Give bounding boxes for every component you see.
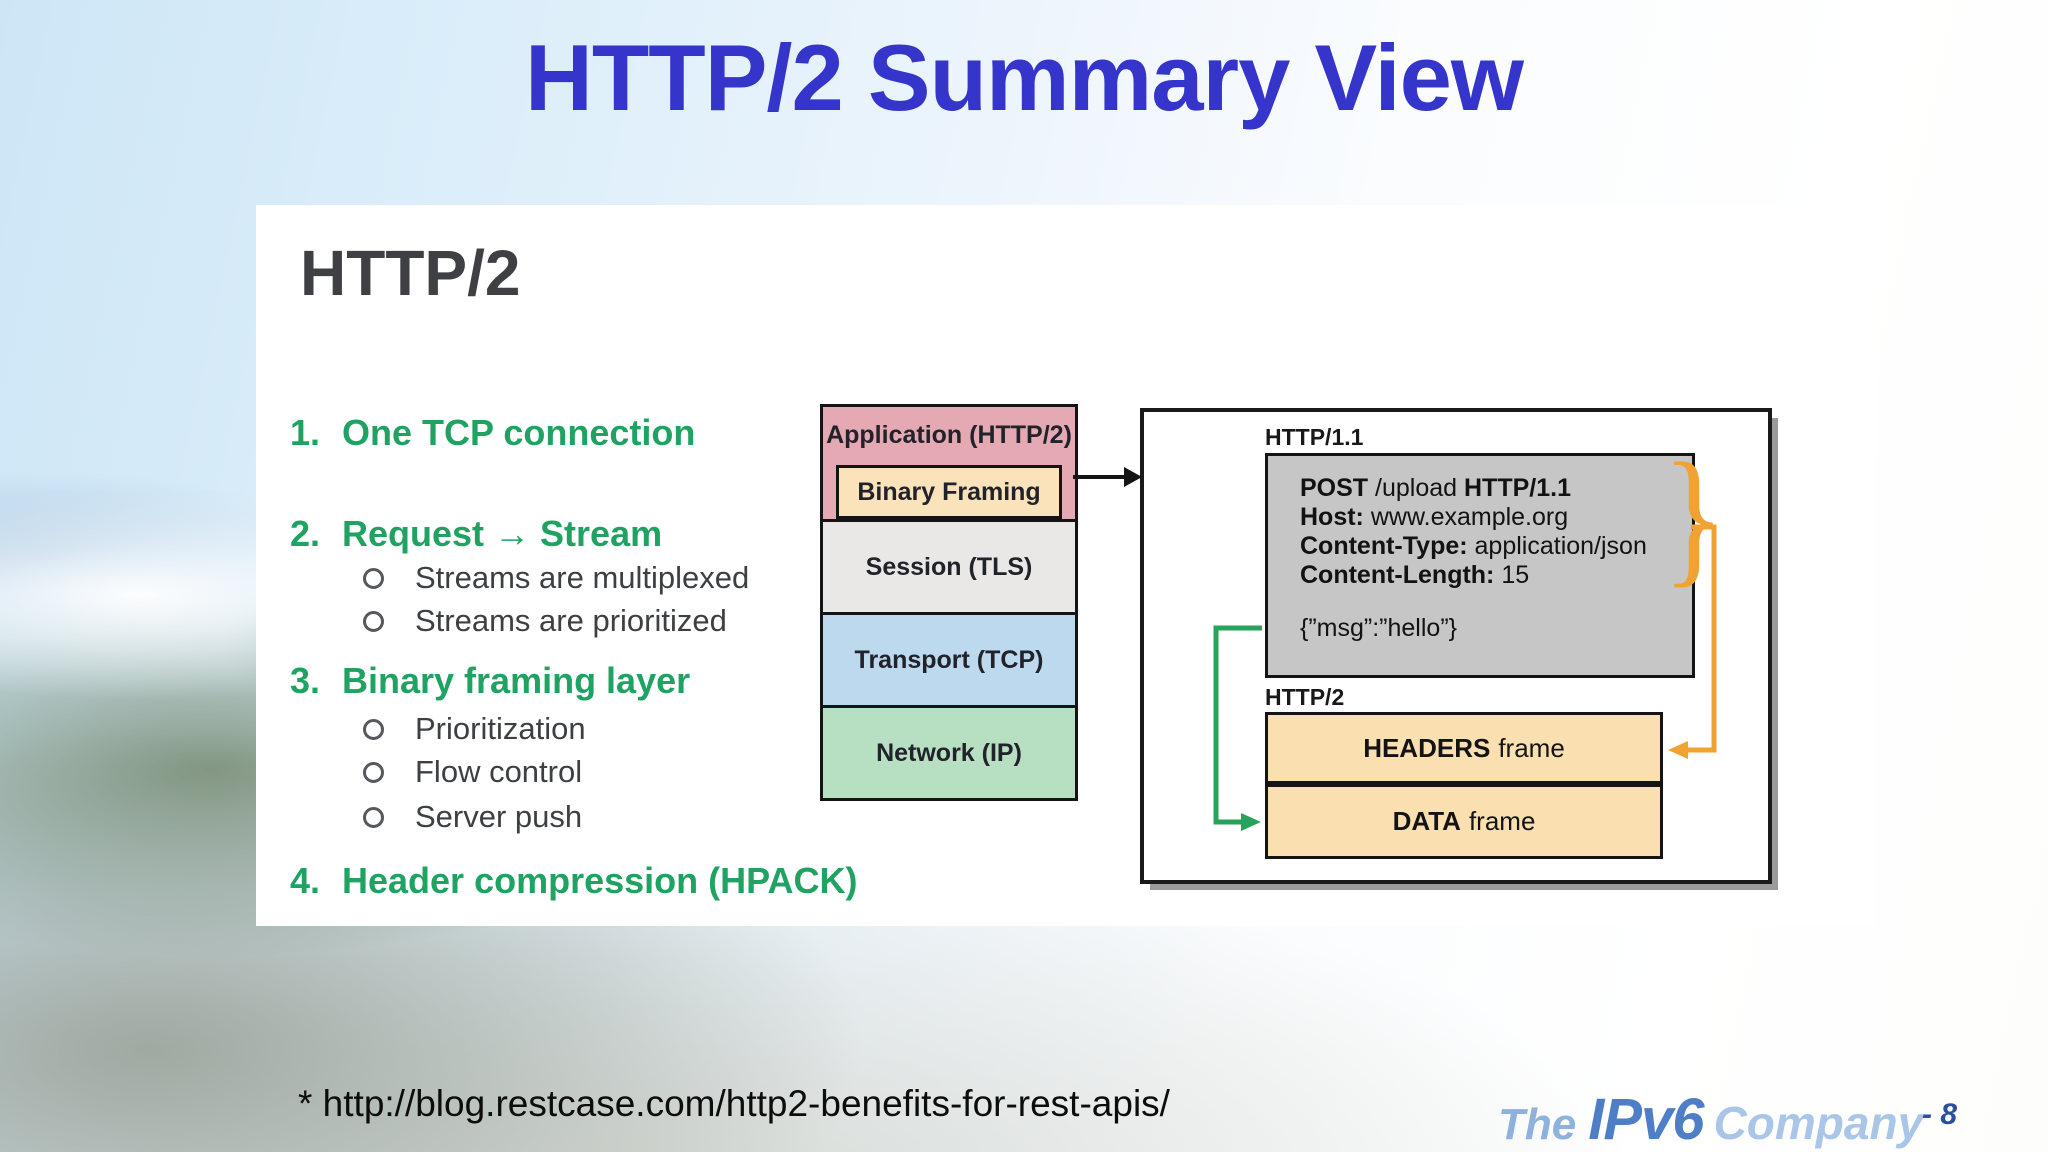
list-label: Header compression (HPACK) — [342, 860, 858, 901]
http11-request-box: POST /upload HTTP/1.1 Host: www.example.… — [1265, 453, 1695, 678]
logo-company: Company — [1714, 1096, 1924, 1152]
list-subitem: Streams are multiplexed — [363, 558, 749, 598]
subitem-label: Prioritization — [415, 711, 586, 746]
subitem-label: Streams are prioritized — [415, 603, 727, 638]
list-number: 1. — [290, 412, 321, 453]
http2-label: HTTP/2 — [1265, 684, 1345, 710]
header-key: Content-Length: — [1300, 561, 1495, 589]
list-number: 4. — [290, 860, 321, 901]
data-frame-box: DATA frame — [1265, 784, 1663, 859]
list-subitem: Flow control — [363, 752, 582, 792]
request-body: {”msg”:”hello”} — [1300, 614, 1457, 642]
header-value: 15 — [1494, 561, 1530, 589]
header-key: Content-Type: — [1300, 532, 1468, 560]
request-method: POST — [1300, 474, 1369, 502]
list-item-4: 4. Header compression (HPACK) — [290, 859, 857, 903]
slide-title: HTTP/2 Summary View — [525, 25, 1524, 130]
logo-the: The — [1498, 1100, 1576, 1152]
list-item-3: 3. Binary framing layer — [290, 659, 690, 703]
list-label: Request → Stream — [342, 513, 663, 554]
bullet-circle-icon — [363, 610, 384, 632]
request-line: Host: www.example.org — [1300, 503, 1692, 532]
section-heading: HTTP/2 — [300, 237, 521, 309]
frame-type: DATA — [1392, 806, 1461, 836]
stack-layer-label: Application (HTTP/2) — [826, 421, 1072, 449]
request-line: POST /upload HTTP/1.1 — [1300, 474, 1692, 503]
ipv6-company-logo: The IPv6 Company — [1498, 1086, 1923, 1152]
frame-word: frame — [1498, 732, 1565, 763]
request-line: Content-Type: application/json — [1300, 532, 1692, 561]
list-label: Binary framing layer — [342, 660, 691, 701]
list-number: 3. — [290, 660, 321, 701]
stack-layer-binary-framing: Binary Framing — [836, 465, 1062, 519]
header-value: application/json — [1467, 532, 1647, 560]
list-subitem: Streams are prioritized — [363, 601, 727, 641]
list-number: 2. — [290, 513, 321, 554]
source-url-note: * http://blog.restcase.com/http2-benefit… — [298, 1083, 1170, 1124]
orange-brace: } — [1662, 432, 1725, 600]
logo-ipv6: IPv6 — [1588, 1087, 1704, 1152]
bullet-circle-icon — [363, 567, 384, 589]
list-label: One TCP connection — [342, 412, 696, 453]
list-subitem: Prioritization — [363, 709, 586, 749]
list-item-1: 1. One TCP connection — [290, 411, 695, 455]
bullet-circle-icon — [363, 718, 384, 740]
stack-layer-network: Network (IP) — [823, 705, 1075, 798]
subitem-label: Flow control — [415, 754, 583, 789]
stack-layer-transport: Transport (TCP) — [823, 612, 1075, 705]
stack-layer-session: Session (TLS) (optional) — [823, 519, 1075, 671]
request-path: /upload — [1368, 474, 1464, 502]
headers-frame-box: HEADERS frame — [1265, 712, 1663, 784]
protocol-stack-diagram: Application (HTTP/2) Binary Framing Sess… — [820, 404, 1078, 801]
frame-type: HEADERS — [1363, 732, 1491, 763]
request-version: HTTP/1.1 — [1464, 474, 1571, 502]
header-value: www.example.org — [1363, 503, 1569, 531]
bullet-circle-icon — [363, 761, 384, 783]
subitem-label: Server push — [415, 799, 583, 834]
request-line: Content-Length: 15 — [1300, 561, 1692, 590]
stack-layer-application: Application (HTTP/2) Binary Framing — [823, 407, 1075, 519]
list-item-2: 2. Request → Stream — [290, 512, 662, 556]
list-subitem: Server push — [363, 797, 582, 837]
subitem-label: Streams are multiplexed — [415, 560, 750, 595]
header-key: Host: — [1300, 503, 1364, 531]
http11-label: HTTP/1.1 — [1265, 424, 1364, 450]
http-comparison-box: HTTP/1.1 POST /upload HTTP/1.1 Host: www… — [1140, 408, 1772, 884]
page-number: - 8 — [1922, 1098, 1958, 1131]
frame-word: frame — [1468, 806, 1536, 836]
bullet-circle-icon — [363, 806, 384, 828]
